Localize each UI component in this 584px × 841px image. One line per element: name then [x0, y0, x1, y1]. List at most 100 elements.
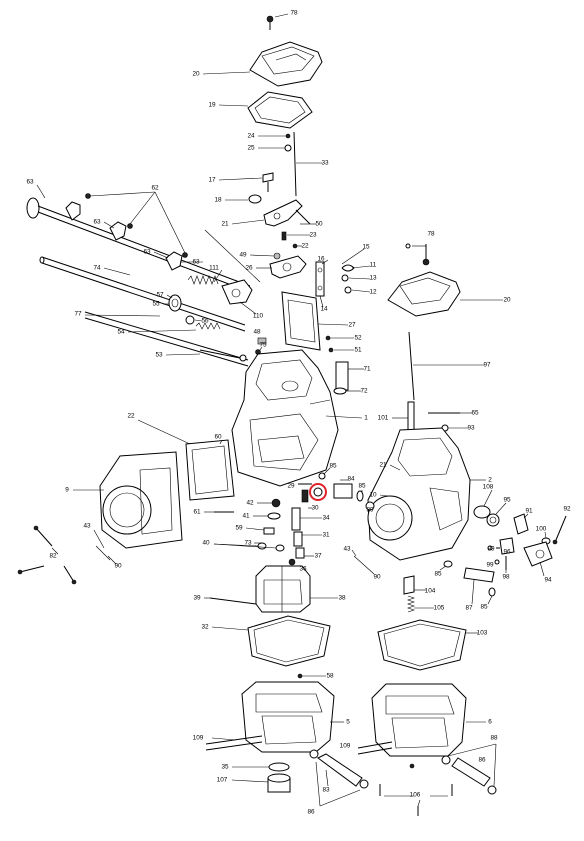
part-callout-51: 51 [354, 347, 362, 354]
part-callout-85: 85 [480, 604, 488, 611]
part-callout-1: 1 [364, 415, 368, 422]
part-callout-29: 29 [287, 483, 295, 490]
part-callout-10: 10 [369, 492, 377, 499]
part-callout-11: 11 [370, 262, 377, 269]
part-callout-62: 62 [151, 185, 159, 192]
part-callout-24: 24 [247, 133, 255, 140]
part-callout-88: 88 [490, 735, 498, 742]
part-callout-50: 50 [315, 221, 323, 228]
part-callout-85: 85 [434, 571, 442, 578]
part-callout-6: 6 [488, 719, 492, 726]
part-callout-9: 9 [65, 487, 69, 494]
part-callout-22: 22 [127, 413, 135, 420]
part-callout-87: 87 [465, 605, 473, 612]
part-callout-21: 21 [379, 462, 387, 469]
part-callout-105: 105 [434, 605, 445, 612]
part-callout-20: 20 [503, 297, 511, 304]
part-callout-109: 109 [193, 735, 204, 742]
part-callout-43: 43 [343, 546, 351, 553]
part-callout-30: 30 [311, 505, 319, 512]
part-callout-90: 90 [373, 574, 381, 581]
throttle-shaft-assembly [26, 184, 267, 367]
right-top-cap [387, 243, 503, 435]
part-callout-82: 82 [49, 553, 57, 560]
right-small-parts [309, 467, 567, 613]
part-callout-110: 110 [253, 313, 264, 320]
part-callout-85: 85 [358, 483, 366, 490]
part-callout-99: 99 [487, 546, 495, 553]
part-callout-26: 26 [245, 265, 253, 272]
part-callout-84: 84 [347, 476, 355, 483]
part-callout-34: 34 [322, 515, 330, 522]
jets-center [213, 483, 322, 570]
part-callout-65: 65 [471, 410, 479, 417]
part-callout-103: 103 [477, 630, 488, 637]
part-callout-27: 27 [348, 322, 356, 329]
part-callout-21: 21 [221, 221, 229, 228]
part-callout-63: 63 [143, 249, 151, 256]
part-callout-86: 86 [307, 809, 315, 816]
part-callout-58: 58 [326, 673, 334, 680]
part-callout-108: 108 [483, 484, 494, 491]
part-callout-61: 61 [193, 509, 201, 516]
part-callout-73: 73 [244, 540, 252, 547]
part-callout-93: 93 [467, 425, 475, 432]
part-callout-19: 19 [208, 102, 216, 109]
part-callout-75: 75 [259, 342, 267, 349]
part-callout-63: 63 [192, 259, 200, 266]
part-callout-95: 95 [503, 497, 511, 504]
part-callout-85: 85 [329, 463, 337, 470]
part-callout-14: 14 [320, 306, 328, 313]
part-callout-78: 78 [427, 231, 435, 238]
part-callout-2: 2 [488, 477, 492, 484]
part-callout-16: 16 [317, 256, 325, 263]
part-callout-54: 54 [117, 329, 125, 336]
part-callout-78: 78 [290, 10, 298, 17]
part-callout-12: 12 [369, 289, 377, 296]
part-callout-86: 86 [478, 757, 486, 764]
part-callout-91: 91 [525, 508, 533, 515]
part-callout-101: 101 [378, 415, 389, 422]
part-callout-22: 22 [301, 243, 309, 250]
part-callout-32: 32 [201, 624, 209, 631]
part-callout-49: 49 [239, 252, 247, 259]
part-callout-63: 63 [93, 219, 101, 226]
part-callout-31: 31 [322, 532, 330, 539]
part-callout-33: 33 [321, 160, 329, 167]
part-callout-5: 5 [346, 719, 350, 726]
linkage-parts [281, 248, 371, 395]
part-callout-20: 20 [192, 71, 200, 78]
part-callout-18: 18 [214, 197, 222, 204]
part-callout-48: 48 [253, 329, 261, 336]
part-callout-41: 41 [242, 513, 250, 520]
part-callout-111: 111 [209, 265, 219, 272]
part-callout-71: 71 [363, 366, 371, 373]
part-callout-13: 13 [369, 275, 377, 282]
part-callout-36: 36 [299, 566, 307, 573]
part-callout-35: 35 [221, 764, 229, 771]
part-callout-40: 40 [202, 540, 210, 547]
part-callout-59: 59 [235, 525, 243, 532]
part-callout-98: 98 [502, 574, 510, 581]
part-callout-57: 57 [156, 292, 164, 299]
screws-82 [17, 525, 117, 585]
part-callout-96: 96 [503, 549, 511, 556]
part-callout-107: 107 [217, 777, 228, 784]
float-bowl-left [205, 681, 344, 793]
part-callout-97: 97 [483, 362, 491, 369]
part-callout-72: 72 [360, 388, 368, 395]
part-callout-92: 92 [563, 506, 571, 513]
part-callout-106: 106 [410, 792, 421, 799]
part-callout-89: 89 [366, 507, 374, 514]
part-callout-53: 53 [155, 352, 163, 359]
air-intake-left [73, 419, 235, 549]
part-callout-23: 23 [309, 232, 317, 239]
top-cap-assembly [202, 13, 323, 279]
part-callout-42: 42 [246, 500, 254, 507]
part-callout-77: 77 [74, 311, 82, 318]
part-callout-15: 15 [362, 244, 370, 251]
part-callout-37: 37 [314, 553, 322, 560]
part-callout-52: 52 [354, 335, 362, 342]
bottom-hoses [309, 743, 497, 816]
